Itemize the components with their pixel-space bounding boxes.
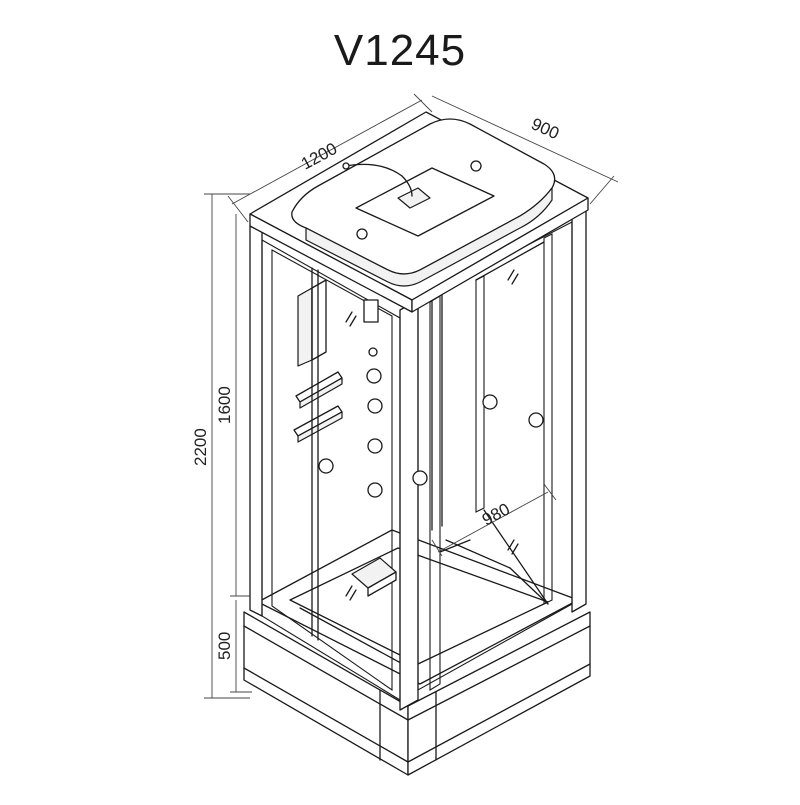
wall-panel xyxy=(297,287,313,367)
massage-jets xyxy=(318,299,383,498)
dimension-height-2200: 2200 xyxy=(191,193,250,699)
model-title: V1245 xyxy=(333,26,467,75)
door-handle-right xyxy=(528,412,544,428)
cabin-roof xyxy=(249,111,589,313)
back-wall-left xyxy=(261,239,401,701)
dimension-door-980: 980 xyxy=(431,483,557,557)
base-tray xyxy=(243,611,591,776)
dim-label-tray-height: 500 xyxy=(215,632,234,660)
door-handle-front xyxy=(412,470,428,486)
dimension-height-500: 500 xyxy=(215,600,252,693)
shelf-upper xyxy=(295,371,343,409)
dimension-height-1600: 1600 xyxy=(215,214,252,597)
dim-label-cabin-height: 1600 xyxy=(215,386,234,424)
dim-label-total-height: 2200 xyxy=(191,428,210,466)
door-panel-right xyxy=(475,275,485,513)
door-handle-center xyxy=(482,394,498,410)
shower-hose xyxy=(345,163,413,197)
dim-label-depth: 900 xyxy=(528,114,562,143)
